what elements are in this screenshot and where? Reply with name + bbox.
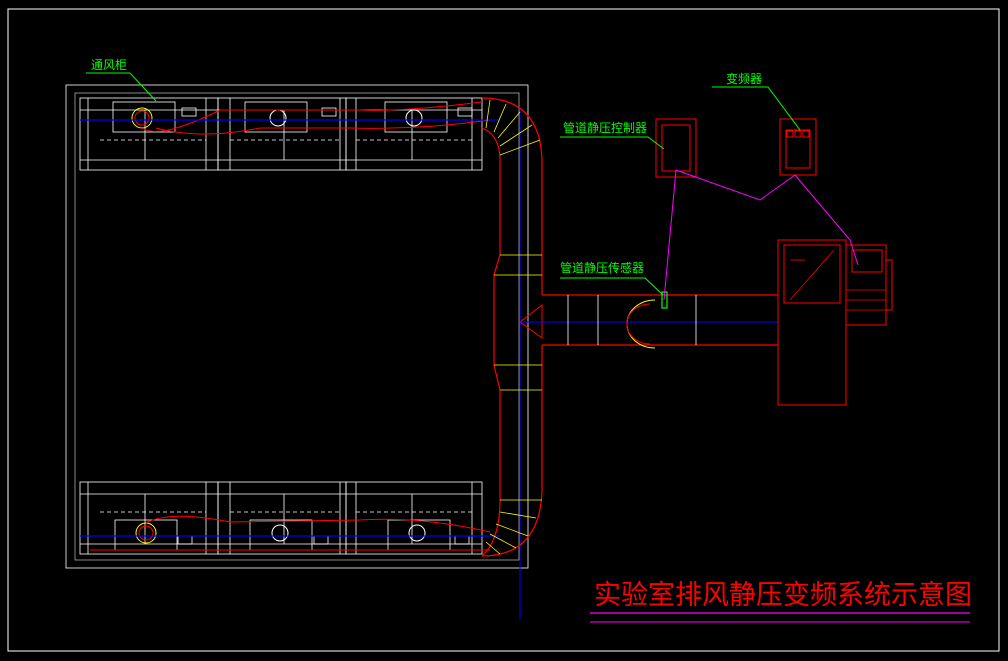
label-pressure-sensor: 管道静压传感器	[560, 260, 644, 275]
label-pressure-controller: 管道静压控制器	[563, 120, 647, 135]
branch-duct-bottom	[145, 515, 491, 533]
branch-duct-top	[141, 101, 483, 132]
drawing-frame	[7, 8, 1000, 652]
diagram-title: 实验室排风静压变频系统示意图	[594, 580, 972, 611]
fume-hood-row-bottom	[79, 481, 483, 555]
main-riser-duct	[481, 97, 543, 620]
hood-exhaust-6	[408, 524, 426, 542]
hood-exhaust-5	[271, 524, 289, 542]
room-outline	[65, 84, 529, 569]
inverter-box	[779, 118, 817, 176]
leader-lines	[86, 72, 801, 296]
horizontal-main-duct	[519, 294, 778, 349]
fume-hood-row-top	[79, 97, 483, 171]
hood-exhaust-1	[131, 107, 153, 129]
signal-wiring	[663, 169, 859, 301]
label-inverter: 变频器	[726, 71, 762, 86]
hood-exhaust-3	[405, 109, 423, 127]
exhaust-fan	[777, 239, 893, 406]
label-fume-hood: 通风柜	[91, 58, 127, 72]
